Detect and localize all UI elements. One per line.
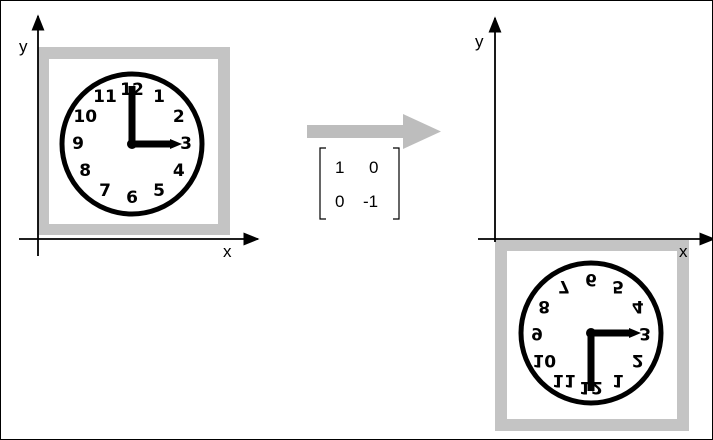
clock-numeral-8: 8 bbox=[79, 161, 91, 181]
clock-numeral-9: 9 bbox=[72, 134, 84, 154]
clock-numeral-11: 11 bbox=[552, 370, 576, 390]
transform-arrow-shaft bbox=[307, 125, 407, 138]
right-y-axis-label: y bbox=[475, 32, 484, 51]
right-x-axis-label: x bbox=[679, 242, 688, 261]
clock-numeral-4: 4 bbox=[632, 296, 644, 316]
clock-numeral-4: 4 bbox=[173, 161, 185, 181]
matrix-left-bracket bbox=[320, 148, 326, 219]
clock-numeral-5: 5 bbox=[612, 276, 624, 296]
right-panel: 121234567891011 x y bbox=[475, 18, 712, 431]
original-clock: 121234567891011 bbox=[62, 74, 202, 214]
clock-numeral-10: 10 bbox=[73, 107, 97, 127]
clock-numeral-1: 1 bbox=[153, 87, 165, 107]
matrix-entry-22: -1 bbox=[363, 192, 378, 211]
minute-hand bbox=[129, 86, 136, 146]
clock-numeral-11: 11 bbox=[93, 87, 117, 107]
clock-numeral-1: 1 bbox=[612, 370, 624, 390]
clock-numeral-10: 10 bbox=[532, 350, 556, 370]
clock-numeral-7: 7 bbox=[558, 276, 570, 296]
matrix-entry-12: 0 bbox=[369, 158, 378, 177]
left-panel: 121234567891011 x y bbox=[19, 16, 258, 261]
transform-group: 1 0 0 -1 bbox=[307, 114, 441, 219]
reflection-matrix: 1 0 0 -1 bbox=[320, 148, 399, 219]
clock-numeral-9: 9 bbox=[531, 323, 543, 343]
clock-numeral-5: 5 bbox=[153, 181, 165, 201]
matrix-right-bracket bbox=[393, 148, 399, 219]
clock-numeral-6: 6 bbox=[126, 188, 138, 208]
matrix-entry-21: 0 bbox=[335, 192, 344, 211]
clock-numeral-2: 2 bbox=[173, 107, 185, 127]
clock-numeral-6: 6 bbox=[585, 269, 597, 289]
left-x-axis-label: x bbox=[223, 242, 232, 261]
left-y-axis-label: y bbox=[19, 37, 28, 56]
clock-center bbox=[127, 139, 137, 149]
transform-arrow-head bbox=[403, 114, 441, 149]
clock-numeral-7: 7 bbox=[99, 181, 111, 201]
clock-numeral-8: 8 bbox=[538, 296, 550, 316]
minute-hand bbox=[588, 331, 595, 391]
matrix-entry-11: 1 bbox=[335, 158, 344, 177]
reflected-clock: 121234567891011 bbox=[521, 263, 661, 403]
clock-center bbox=[586, 328, 596, 338]
clock-numeral-2: 2 bbox=[632, 350, 644, 370]
